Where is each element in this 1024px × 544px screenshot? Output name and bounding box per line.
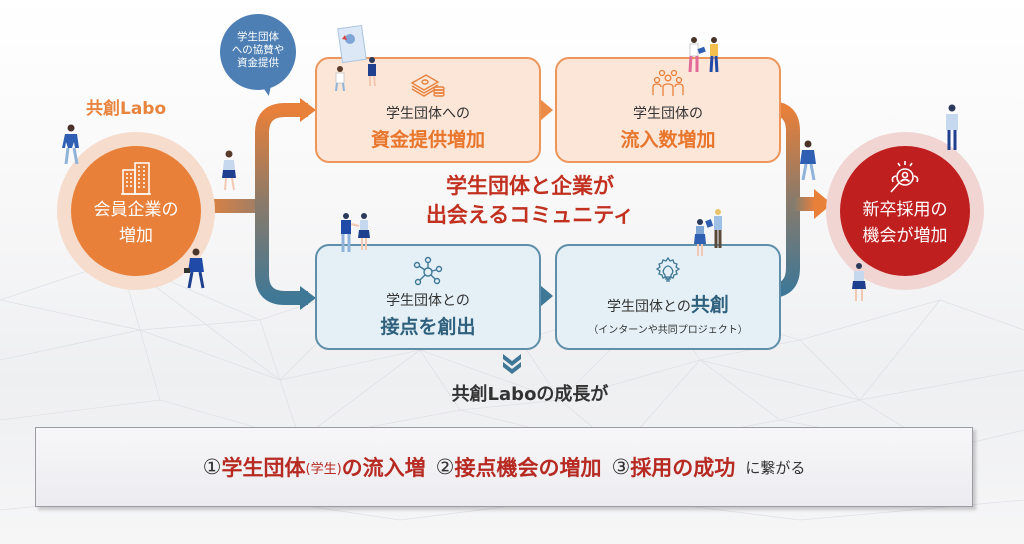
arrow-to-box3 (300, 286, 316, 310)
talking-people-icon (688, 37, 719, 73)
funding-increase-box: 学生団体への 資金提供増加 (315, 57, 541, 163)
box4-line1: 学生団体との共創 (557, 290, 779, 317)
box4-line1-text: 学生団体との (607, 299, 691, 315)
banner-item1-a: 学生団体 (221, 456, 306, 480)
brand-label: 共創Labo (86, 99, 167, 119)
network-nodes-icon (317, 256, 539, 286)
banner-item2-number: ② (435, 455, 455, 479)
banner-item3-number: ③ (611, 455, 631, 479)
discussion-people-icon (694, 209, 722, 256)
growth-caption: 共創Laboの成長が (451, 384, 609, 405)
box2-line1: 学生団体の (633, 106, 703, 122)
person-figure-icon (222, 150, 236, 191)
center-title: 学生団体と企業が 出会えるコミュニティ (360, 172, 700, 230)
new-grad-hiring-circle-inner: 新卒採用の 機会が増加 (840, 146, 970, 276)
member-companies-circle: 会員企業の 増加 (57, 132, 215, 290)
banner-item1-number: ① (202, 455, 222, 479)
box4-line1-accent: 共創 (690, 294, 729, 316)
person-figure-icon (62, 124, 79, 165)
left-circle-line1: 会員企業の (93, 200, 179, 220)
left-connector-stem (200, 199, 262, 213)
right-circle-line2: 機会が増加 (862, 226, 948, 246)
left-circle-line2: 増加 (119, 226, 153, 246)
handshake-people-icon (341, 213, 370, 252)
center-title-line1: 学生団体と企業が (446, 174, 614, 198)
co-creation-box: 学生団体との共創 （インターンや共同プロジェクト） (555, 244, 781, 350)
banner-item3: 採用の成功 (630, 456, 736, 480)
new-grad-hiring-circle: 新卒採用の 機会が増加 (826, 132, 984, 290)
person-figure-icon (946, 104, 958, 150)
bubble-line: への協賛や (231, 44, 285, 56)
box1-line2: 資金提供増加 (370, 129, 485, 151)
box2-line2: 流入数増加 (620, 129, 716, 151)
result-banner: ① 学生団体 (学生) の流入増 ② 接点機会の増加 ③ 採用の成功 に繋がる (35, 427, 973, 507)
box3-line2: 接点を創出 (380, 316, 476, 338)
person-figure-icon (184, 248, 205, 289)
speech-bubble: 学生団体 への協賛や 資金提供 (220, 14, 296, 90)
money-stack-icon (317, 69, 539, 99)
presentation-people-icon (335, 25, 376, 91)
banner-tail: に繋がる (745, 458, 806, 477)
banner-item2: 接点機会の増加 (454, 456, 602, 480)
inflow-increase-box: 学生団体の 流入数増加 (555, 57, 781, 163)
banner-item1-small: (学生) (305, 461, 342, 477)
arrow-to-right-circle (814, 189, 832, 219)
member-companies-circle-inner: 会員企業の 増加 (71, 146, 201, 276)
right-circle-line1: 新卒採用の (862, 200, 948, 220)
banner-item1-b: の流入増 (341, 456, 426, 480)
double-chevron-down-icon (503, 354, 521, 374)
arrow-to-box1 (300, 98, 316, 122)
person-figure-icon (800, 140, 816, 181)
box4-line3: （インターンや共同プロジェクト） (588, 325, 748, 336)
box3-line1: 学生団体との (386, 293, 470, 309)
person-figure-icon (852, 263, 866, 301)
contact-creation-box: 学生団体との 接点を創出 (315, 244, 541, 350)
left-branch-connector (255, 103, 308, 305)
box1-line1: 学生団体への (386, 106, 470, 122)
bubble-line: 資金提供 (237, 57, 279, 69)
bubble-line: 学生団体 (237, 31, 279, 43)
office-building-icon (71, 160, 201, 196)
group-people-icon (557, 69, 779, 99)
recruit-search-icon (840, 160, 970, 196)
lightbulb-gear-icon (557, 256, 779, 286)
center-title-line2: 出会えるコミュニティ (425, 203, 635, 227)
